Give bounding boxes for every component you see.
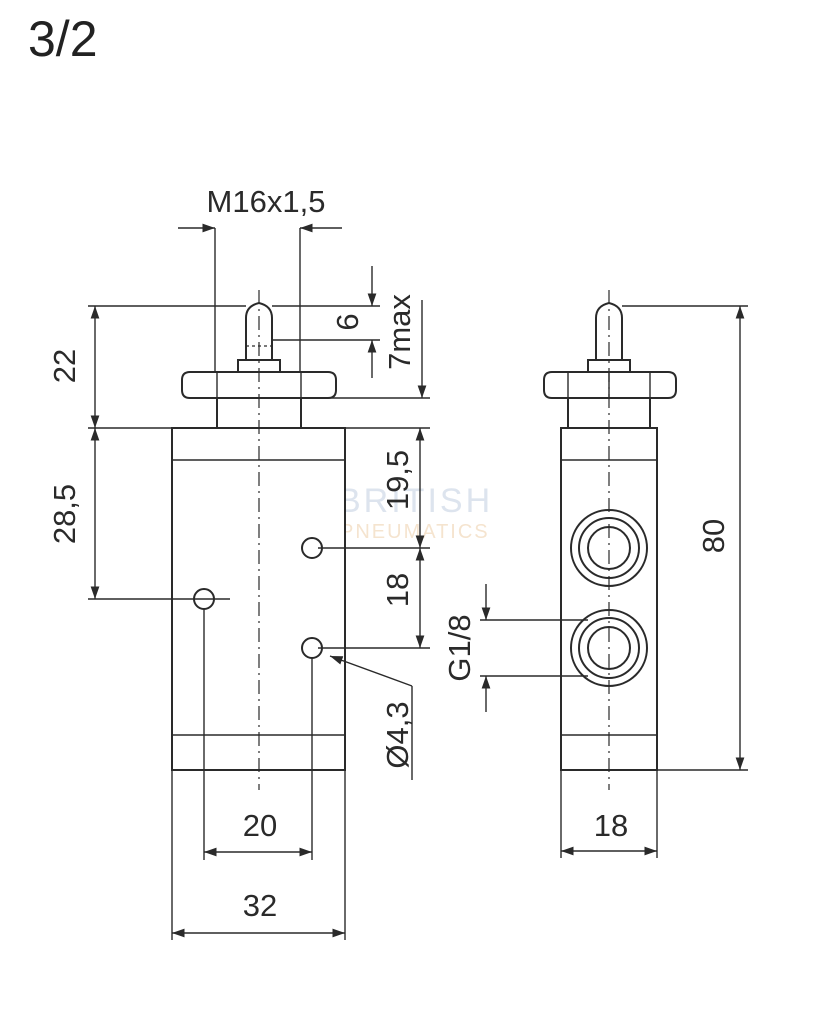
dim-total-height: 80: [622, 305, 748, 771]
body-width-label: 32: [243, 888, 277, 923]
diagram-title: 3/2: [28, 11, 98, 67]
watermark-subtitle: PNEUMATICS: [340, 521, 490, 543]
side-port-upper-bore: [587, 526, 631, 570]
dim-hole-diameter: Ø4,3: [329, 655, 415, 780]
port-offset-label: 28,5: [47, 484, 82, 544]
hole-diameter-label: Ø4,3: [380, 701, 415, 768]
port-upper-label: 19,5: [380, 450, 415, 510]
side-port-lower-ring: [578, 617, 640, 679]
hole-spacing-label: 20: [243, 808, 277, 843]
side-port-upper-ring: [578, 517, 640, 579]
thread-label: M16x1,5: [207, 184, 326, 219]
port-spacing-label: 18: [380, 573, 415, 607]
dim-side-width: 18: [560, 770, 658, 858]
side-port-lower-bore: [587, 626, 631, 670]
dim-body-width: 32: [171, 770, 346, 940]
dim-port-offset: 28,5: [47, 428, 230, 600]
head-height-label: 22: [47, 349, 82, 383]
max-height-label: 7max: [382, 294, 417, 370]
watermark-brand: BRITISH: [338, 482, 493, 520]
front-view: [171, 290, 346, 790]
dim-max-height: 7max: [301, 294, 430, 399]
side-port-lower-outer: [570, 609, 648, 687]
port-thread-label: G1/8: [442, 614, 477, 681]
dim-thread: M16x1,5: [178, 184, 342, 372]
dim-port-spacing: 19,5 18: [318, 428, 430, 649]
side-port-upper-outer: [570, 509, 648, 587]
dim-hole-spacing: 20: [203, 609, 313, 860]
side-width-label: 18: [594, 808, 628, 843]
side-nut: [543, 371, 677, 399]
side-view: [543, 290, 677, 790]
stroke-label: 6: [330, 313, 365, 330]
total-height-label: 80: [696, 519, 731, 553]
dim-stroke: 6: [272, 266, 380, 378]
dim-head-height: 22: [47, 305, 246, 429]
dim-port-thread: G1/8: [442, 584, 588, 712]
